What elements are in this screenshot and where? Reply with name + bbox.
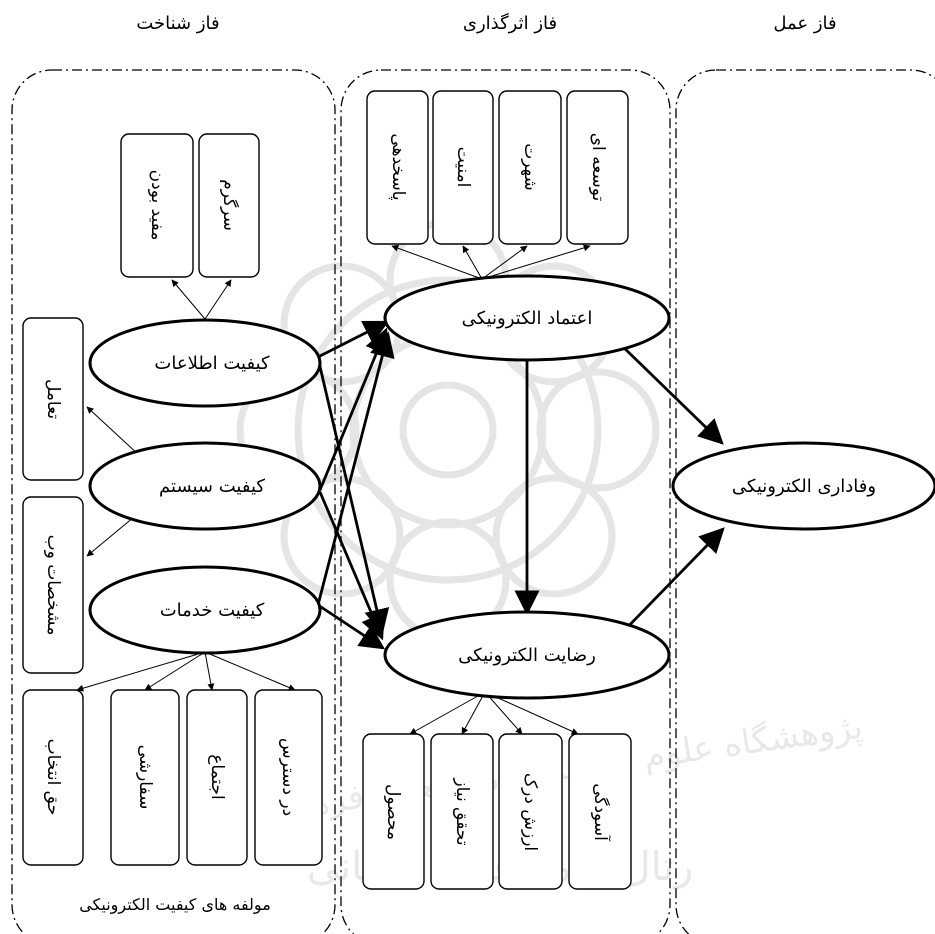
box-reputation xyxy=(498,90,562,245)
connector-info-to-entertainment xyxy=(204,279,232,320)
label-web-features: مشخصات وب xyxy=(43,535,63,636)
phase-title-cognition: فاز شناخت xyxy=(136,13,219,34)
box-responsiveness xyxy=(366,90,429,245)
node-service-quality-label: کیفیت خدمات xyxy=(160,600,265,621)
box-convenience xyxy=(568,733,632,890)
arrow-service-to-trust xyxy=(316,331,395,606)
box-security xyxy=(432,90,494,245)
node-e-loyalty-label: وفاداری الکترونیکی xyxy=(732,476,876,497)
node-e-loyalty xyxy=(671,441,935,531)
connector-info-to-usefulness xyxy=(171,279,206,320)
box-perceived-value xyxy=(498,733,563,890)
box-interaction xyxy=(22,317,84,481)
label-need-fulfillment: تحقق نیاز xyxy=(452,777,472,845)
label-customization: سفارشی xyxy=(135,745,155,810)
box-usefulness xyxy=(120,133,194,278)
arrow-info-to-satisfaction xyxy=(316,357,390,635)
node-e-satisfaction-label: رضایت الکترونیکی xyxy=(458,645,596,666)
label-product: محصول xyxy=(383,784,403,840)
connector-trust-to-developmental xyxy=(481,244,591,280)
label-choice: حق انتخاب xyxy=(43,739,63,816)
node-system-quality-label: کیفیت سیستم xyxy=(159,476,265,497)
box-developmental xyxy=(566,90,629,245)
label-entertainment: سرگرم xyxy=(219,179,240,231)
connector-service-to-choice xyxy=(76,651,206,692)
connector-satisfaction-to-need xyxy=(461,691,486,735)
connector-satisfaction-to-convenience xyxy=(484,691,579,735)
connector-satisfaction-to-value xyxy=(484,691,523,735)
connector-service-to-customization xyxy=(144,651,206,691)
connector-service-to-community xyxy=(204,651,215,691)
label-security: امنیت xyxy=(453,147,473,188)
connector-system-to-interaction xyxy=(86,406,141,457)
arrow-trust-to-loyalty xyxy=(619,342,724,445)
arrow-satisfaction-to-loyalty xyxy=(612,527,725,642)
node-e-trust xyxy=(383,274,671,362)
arrow-system-to-satisfaction xyxy=(318,491,385,641)
box-choice xyxy=(22,689,84,866)
label-usefulness: مفید بودن xyxy=(147,170,167,241)
node-service-quality xyxy=(88,565,322,655)
label-perceived-value: ارزش درک xyxy=(520,773,540,851)
connector-trust-to-reputation xyxy=(481,245,528,280)
connector-trust-to-security xyxy=(462,245,483,280)
label-accessibility: در دسترس xyxy=(278,738,298,816)
connector-trust-to-responsiveness xyxy=(391,244,483,280)
box-product xyxy=(362,733,425,890)
label-convenience: آسودگی xyxy=(590,783,612,842)
phase-container-cognition xyxy=(11,69,336,934)
node-e-trust-label: اعتماد الکترونیکی xyxy=(462,308,593,329)
box-entertainment xyxy=(198,133,260,278)
connector-satisfaction-to-product xyxy=(409,691,486,735)
phase-container-affect xyxy=(340,69,671,934)
label-responsiveness: پاسخدهی xyxy=(388,133,408,200)
label-developmental: توسعه ای xyxy=(588,133,608,202)
label-community: اجتماع xyxy=(207,754,227,800)
arrow-service-to-satisfaction xyxy=(317,603,386,650)
box-web-features xyxy=(22,496,84,674)
node-e-satisfaction xyxy=(383,610,671,700)
connector-service-to-accessibility xyxy=(204,651,296,691)
node-system-quality xyxy=(88,441,322,531)
box-community xyxy=(186,689,248,866)
node-info-quality xyxy=(88,318,322,408)
cognition-caption: مولفه های کیفیت الکترونیکی xyxy=(79,895,271,915)
phase-title-action: فاز عمل xyxy=(773,13,836,34)
phase-title-affect: فاز اثرگذاری xyxy=(463,12,557,34)
label-reputation: شهرت xyxy=(520,143,540,190)
label-interaction: تعامل xyxy=(43,379,63,419)
node-info-quality-label: کیفیت اطلاعات xyxy=(154,353,270,374)
